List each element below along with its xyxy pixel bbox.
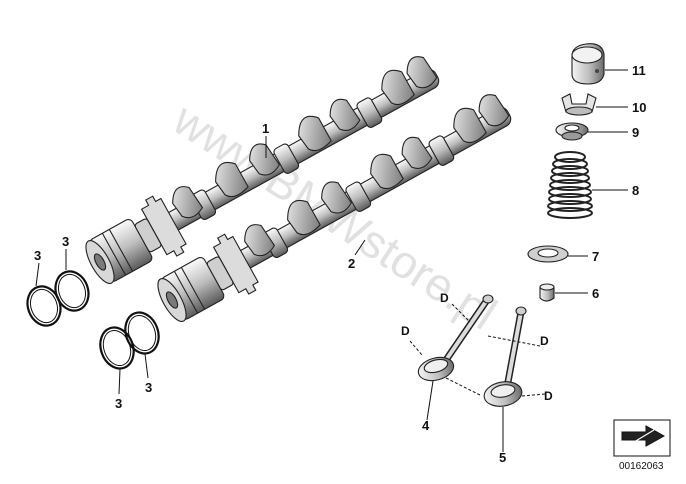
- label-camshaft-1: 1: [262, 121, 269, 136]
- dimension-d-2: D: [401, 324, 410, 338]
- label-spring-seat: 7: [592, 249, 599, 264]
- diagram-reference-box: 00162063: [613, 419, 671, 472]
- label-ring-d: 3: [145, 380, 152, 395]
- valve-spring: [547, 151, 593, 219]
- intake-valve: [417, 294, 494, 382]
- diagram-code: 00162063: [619, 461, 664, 472]
- leader-lines: [35, 69, 628, 452]
- dimension-d-4: D: [544, 389, 553, 403]
- label-spring-retainer: 9: [632, 125, 639, 140]
- dimension-lines: [409, 303, 546, 397]
- label-camshaft-2: 2: [348, 256, 355, 271]
- label-tappet: 11: [632, 63, 646, 78]
- label-valve-spring: 8: [632, 183, 639, 198]
- label-ring-a: 3: [34, 248, 41, 263]
- label-valve-stem-seal: 6: [592, 286, 599, 301]
- arrow-icon: [621, 425, 666, 449]
- label-ring-c: 3: [115, 396, 122, 411]
- label-valve-keeper: 10: [632, 100, 646, 115]
- tappet: [571, 43, 605, 85]
- valve-keeper: [561, 93, 597, 116]
- label-intake-valve: 4: [422, 418, 430, 433]
- valve-stem-seal: [539, 283, 555, 302]
- sealing-rings: [26, 270, 160, 370]
- camshaft-1: [85, 56, 440, 284]
- camshaft-2: [157, 94, 512, 322]
- label-ring-b: 3: [62, 234, 69, 249]
- exhaust-valve: [483, 306, 527, 407]
- dimension-d-1: D: [440, 291, 449, 305]
- spring-seat: [527, 245, 569, 263]
- spring-retainer: [555, 122, 589, 141]
- label-exhaust-valve: 5: [499, 450, 506, 465]
- dimension-d-3: D: [540, 334, 549, 348]
